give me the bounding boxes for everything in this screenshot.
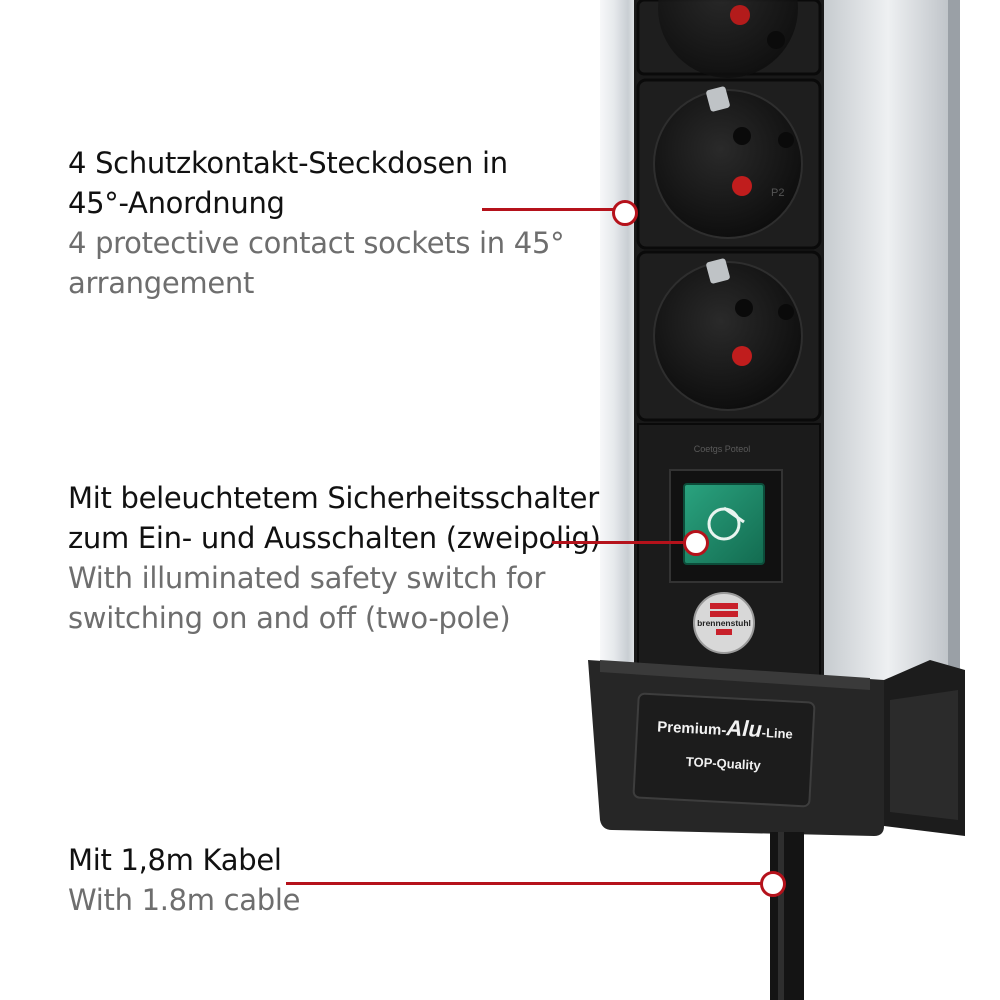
product-label [632,692,816,808]
callout-dot-cable [760,871,786,897]
socket-3 [636,250,822,422]
socket-2: P2 [636,78,822,250]
label-alu: Alu [725,715,763,742]
callout-line-sockets [482,208,614,211]
power-cable [770,832,804,1000]
brand-name: brennenstuhl [697,618,751,628]
feature-sockets-en-line-2: arrangement [68,266,255,300]
feature-cable-de-line-1: Mit 1,8m Kabel [68,843,282,877]
feature-switch: Mit beleuchtetem Sicherheitsschalter zum… [68,478,601,638]
feature-switch-de-line-1: Mit beleuchtetem Sicherheitsschalter [68,481,599,515]
housing-right-rail [818,0,958,690]
label-premium: Premium- [657,718,727,739]
feature-sockets-de-line-2: 45°-Anordnung [68,186,285,220]
callout-dot-switch [683,530,709,556]
svg-text:P2: P2 [771,187,784,199]
switch-caption: Coetgs Poteol [694,444,751,454]
callout-line-cable [286,882,762,885]
feature-sockets-de-line-1: 4 Schutzkontakt-Steckdosen in [68,146,508,180]
switch-module: Coetgs Poteol [637,423,821,687]
svg-text:Premium-Alu-Line: Premium-Alu-Line [657,711,794,743]
feature-cable-en-line-1: With 1.8m cable [68,883,301,917]
feature-sockets-en-line-1: 4 protective contact sockets in 45° [68,226,565,260]
socket-1 [636,0,822,78]
callout-line-switch [552,541,684,544]
callout-dot-sockets [612,200,638,226]
feature-switch-de-line-2: zum Ein- und Ausschalten (zweipolig) [68,521,601,555]
housing-left-rail [600,0,640,700]
feature-switch-en-line-1: With illuminated safety switch for [68,561,546,595]
brand-badge: brennenstuhl [693,592,755,654]
end-cap: Premium-Alu-Line TOP-Quality [588,660,965,836]
label-line: -Line [761,725,793,742]
feature-cable: Mit 1,8m Kabel With 1.8m cable [68,840,300,920]
feature-sockets: 4 Schutzkontakt-Steckdosen in 45°-Anordn… [68,143,565,303]
label-top-quality: TOP-Quality [686,754,762,773]
feature-switch-en-line-2: switching on and off (two-pole) [68,601,511,635]
